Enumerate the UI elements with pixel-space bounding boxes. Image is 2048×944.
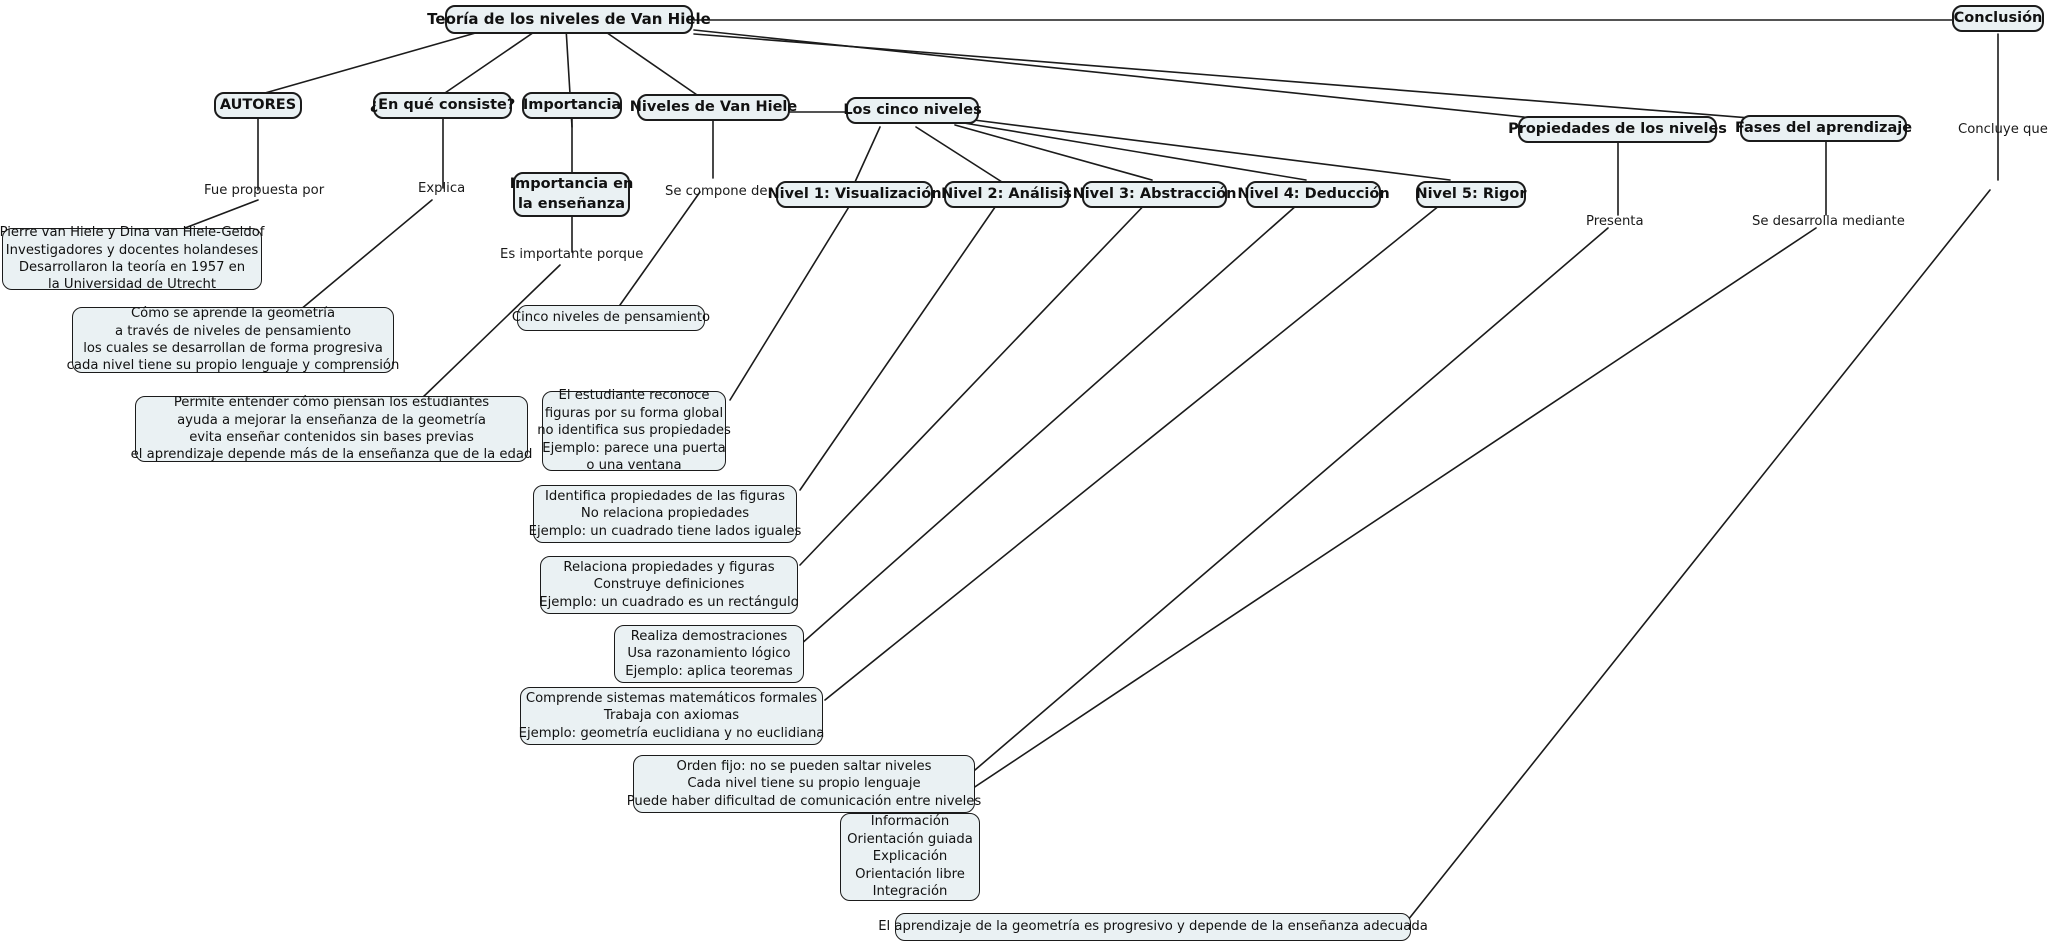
edge-nivel4-detail xyxy=(799,196,1307,646)
node-nivel-3[interactable]: Nivel 3: Abstracción xyxy=(1073,181,1236,208)
edge-conclusion-detail xyxy=(1399,189,1991,931)
edge-root-niveles xyxy=(599,27,701,98)
node-propiedades-detalle[interactable]: Orden fijo: no se pueden saltar niveles … xyxy=(627,755,981,813)
node-propiedades-de-los-niveles[interactable]: Propiedades de los niveles xyxy=(1508,116,1727,143)
edge-cinco-nivel2 xyxy=(915,126,1003,183)
node-nivel-4[interactable]: Nivel 4: Deducción xyxy=(1237,181,1390,208)
node-conclusion-detalle[interactable]: El aprendizaje de la geometría es progre… xyxy=(878,913,1428,941)
edge-root-propiedades xyxy=(693,29,1619,128)
node-root[interactable]: Teoría de los niveles de Van Hiele xyxy=(427,5,711,34)
edge-root-consiste xyxy=(441,27,541,96)
edge-cinco-nivel3 xyxy=(954,124,1153,181)
node-los-cinco-niveles[interactable]: Los cinco niveles xyxy=(843,97,982,124)
node-importancia[interactable]: Importancia xyxy=(522,92,622,119)
node-autores[interactable]: AUTORES xyxy=(214,92,302,119)
node-niveles-van-hiele[interactable]: Niveles de Van Hiele xyxy=(630,94,797,121)
edge-label-concluye-que: Concluye que xyxy=(1958,122,2048,137)
edge-cinco-nivel1 xyxy=(854,126,881,183)
node-conclusion[interactable]: Conclusión xyxy=(1952,5,2044,32)
edge-importancia-detail xyxy=(419,264,561,401)
node-nivel-1[interactable]: Nivel 1: Visualización xyxy=(767,181,942,208)
edge-cinco-nivel5 xyxy=(957,117,1451,181)
node-en-que-consiste[interactable]: ¿En qué consiste? xyxy=(370,92,515,119)
edge-nivel5-detail xyxy=(824,196,1451,701)
node-nivel-3-detalle[interactable]: Relaciona propiedades y figuras Construy… xyxy=(539,556,799,614)
edge-cinco-nivel4 xyxy=(957,121,1307,181)
edge-nivel2-detail xyxy=(799,196,1003,491)
node-importancia-detalle[interactable]: Permite entender cómo piensan los estudi… xyxy=(130,395,533,463)
edge-label-se-compone-de: Se compone de xyxy=(665,184,768,199)
node-fases-detalle[interactable]: Información Orientación guiada Explicaci… xyxy=(840,813,980,901)
edge-label-es-importante-porque: Es importante porque xyxy=(500,247,644,262)
edge-nivel1-detail xyxy=(729,196,856,401)
node-importancia-en-la-ensenanza[interactable]: Importancia en la enseñanza xyxy=(510,172,633,217)
node-fases-del-aprendizaje[interactable]: Fases del aprendizaje xyxy=(1735,115,1912,142)
node-nivel-5-detalle[interactable]: Comprende sistemas matemáticos formales … xyxy=(519,687,824,745)
node-nivel-2[interactable]: Nivel 2: Análisis xyxy=(941,181,1072,208)
edge-propiedades-detail xyxy=(974,227,1609,771)
edge-label-presenta: Presenta xyxy=(1586,214,1644,229)
edge-nivel3-detail xyxy=(799,196,1153,566)
node-autores-detalle[interactable]: Pierre van Hiele y Dina van Hiele-Geldof… xyxy=(0,225,265,293)
edge-fases-detail xyxy=(909,227,1817,831)
edge-label-explica: Explica xyxy=(418,181,466,196)
node-nivel-4-detalle[interactable]: Realiza demostraciones Usa razonamiento … xyxy=(614,625,804,683)
node-cinco-niveles-detalle[interactable]: Cinco niveles de pensamiento xyxy=(512,305,710,331)
node-nivel-5[interactable]: Nivel 5: Rigor xyxy=(1416,181,1527,208)
node-nivel-2-detalle[interactable]: Identifica propiedades de las figuras No… xyxy=(529,485,801,543)
edge-root-autores xyxy=(257,25,501,96)
edge-consiste-detail xyxy=(299,199,433,311)
node-nivel-1-detalle[interactable]: El estudiante reconoce figuras por su fo… xyxy=(537,388,731,474)
edge-label-fue-propuesta-por: Fue propuesta por xyxy=(204,183,325,198)
node-consiste-detalle[interactable]: Cómo se aprende la geometría a través de… xyxy=(66,306,400,374)
edge-label-se-desarrolla-mediante: Se desarrolla mediante xyxy=(1752,214,1905,229)
